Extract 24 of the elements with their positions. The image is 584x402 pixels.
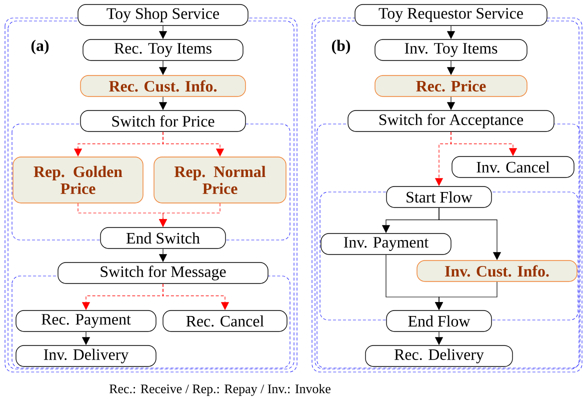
highlighted-step: Inv. Cust. Info. [416,260,578,282]
step-pill: Inv. Cancel [452,156,574,178]
step-pill: End Flow [386,310,492,332]
step-pill: Rec. Toy Items [82,39,244,61]
step-pill: Rec. Delivery [365,345,513,367]
step-pill: Inv. Payment [320,233,452,255]
highlighted-step: Rec. Price [374,75,528,97]
step-pill: Inv. Delivery [16,345,156,367]
panel-label: (a) [31,40,49,54]
step-pill: Start Flow [386,186,492,208]
panel-label: (b) [332,40,350,54]
step-pill: Inv. Toy Items [374,39,528,61]
step-pill: Toy Requestor Service [354,4,548,26]
step-pill: Switch for Message [58,262,268,284]
step-pill: Toy Shop Service [78,4,248,26]
step-pill: Rec. Payment [16,310,156,332]
step-pill: End Switch [100,227,226,249]
step-pill: Rec. Cancel [162,310,288,332]
highlighted-step: Rec. Cust. Info. [80,75,246,97]
highlighted-step: Rep. Normal Price [154,156,286,204]
step-pill: Switch for Acceptance [348,110,554,132]
highlighted-step: Rep. Golden Price [12,156,144,204]
step-pill: Switch for Price [80,110,246,132]
abbreviation-note: Rec.: Receive / Rep.: Repay / Inv.: Invoke [109,384,330,396]
